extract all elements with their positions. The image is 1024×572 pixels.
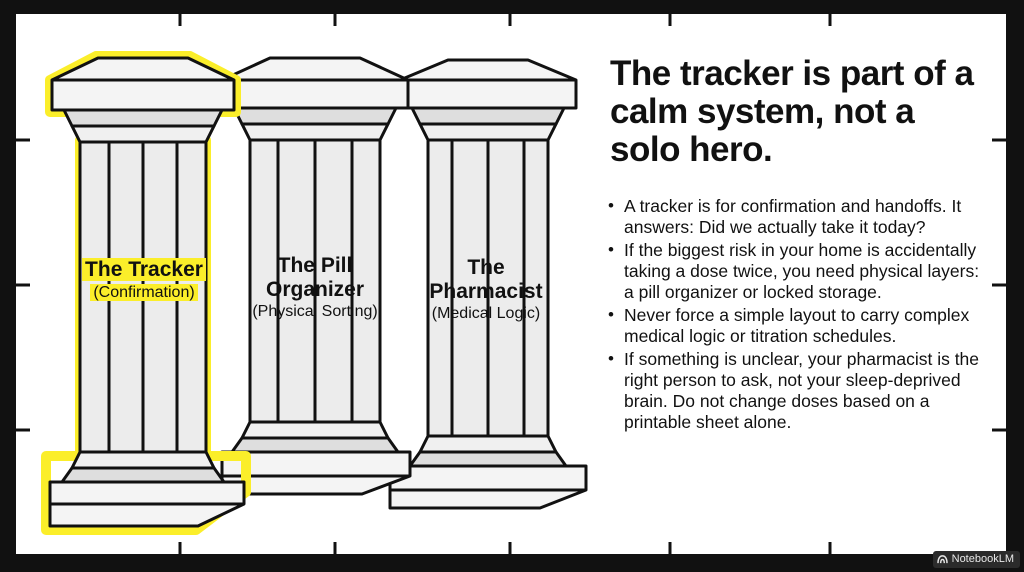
- frame-tick-marks: [16, 14, 1006, 554]
- bullet-list: A tracker is for confirmation and handof…: [606, 196, 986, 435]
- bullet-item: Never force a simple layout to carry com…: [606, 305, 986, 347]
- pillar-name: The Tracker: [82, 258, 206, 281]
- bullet-item: If the biggest risk in your home is acci…: [606, 240, 986, 303]
- notebooklm-logo-icon: [936, 555, 948, 564]
- badge-label: NotebookLM: [951, 553, 1014, 565]
- slide-heading: The tracker is part of a calm system, no…: [610, 54, 974, 170]
- pillar-sub: (Confirmation): [90, 283, 198, 301]
- pillar-label-pharmacist: The Pharmacist (Medical Logic): [416, 256, 556, 323]
- pillar-sub: (Medical Logic): [431, 305, 541, 323]
- pillar-sub: (Physical Sorting): [252, 303, 378, 321]
- pillar-label-tracker: The Tracker (Confirmation): [82, 258, 206, 301]
- bullet-item: A tracker is for confirmation and handof…: [606, 196, 986, 238]
- notebooklm-badge: NotebookLM: [932, 551, 1020, 568]
- pillar-pharmacist: [388, 58, 588, 510]
- pillar-name: The Pill Organizer: [265, 254, 365, 301]
- pillar-label-pill-organizer: The Pill Organizer (Physical Sorting): [250, 254, 380, 321]
- pillar-name: The Pharmacist: [429, 256, 543, 303]
- bullet-item: If something is unclear, your pharmacist…: [606, 349, 986, 433]
